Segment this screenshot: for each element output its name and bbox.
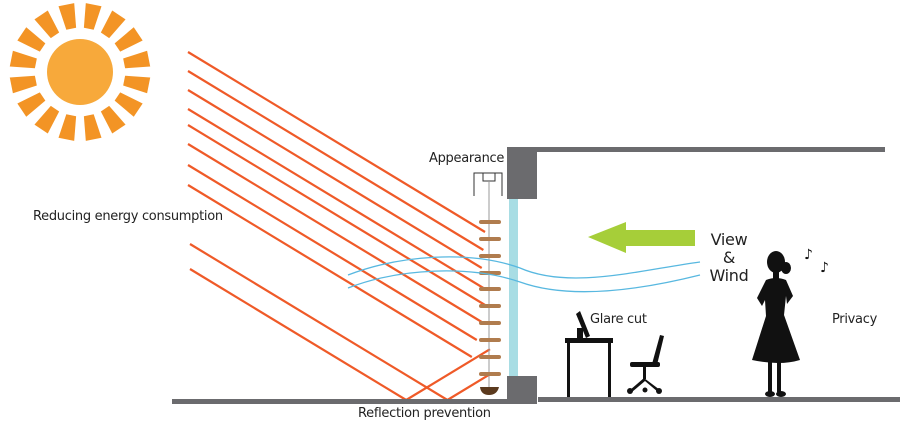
sunlight-ray [187,89,483,269]
blind-slat [479,321,501,325]
label-wind: Wind [709,266,749,285]
blind-bottom-rail [480,387,499,395]
sunlight-ray [187,184,473,358]
exterior-ground [172,399,512,404]
sunlight-ray [189,268,407,401]
sun-icon [9,3,151,141]
window-glass [509,199,518,376]
label-appearance: Appearance [429,151,505,166]
label-privacy: Privacy [832,312,877,327]
sun-ray [58,3,77,30]
sunlight-rays [187,51,491,401]
interior-floor [538,397,900,402]
reflected-ray [405,348,491,401]
sun-ray [100,105,126,134]
label-glare-cut: Glare cut [590,312,647,327]
label-and: & [722,248,736,267]
sun-ray [9,50,37,69]
sun-ray [114,27,143,52]
reflected-ray [446,373,491,401]
sunlight-ray [187,143,484,324]
sun-ray [123,75,151,94]
sun-ray [83,114,102,141]
blind-slat [479,237,501,241]
wall-top-block [507,147,537,199]
wind-wave-2 [347,270,701,293]
blind-slats [479,220,501,395]
label-reflection-prevention: Reflection prevention [358,406,491,421]
sun-ray [34,105,60,134]
wind-waves [347,256,701,293]
sun-ray [17,27,46,52]
music-notes: ♪ ♪ [804,247,829,276]
sun-ray [100,10,126,39]
arrow-left-icon [588,222,695,253]
blind-slat [479,338,501,342]
blind-slat [479,254,501,258]
sunlight-ray [187,124,488,307]
sun-ray [9,75,37,94]
sun-ray [114,92,143,117]
sunlight-ray [189,243,448,401]
sunlight-ray [187,51,486,233]
sun-ray [34,10,60,39]
music-note-icon: ♪ [820,260,829,276]
ceiling-beam [507,147,885,152]
sun-ray [58,114,77,141]
blind-slat [479,220,501,224]
sun-ray [123,50,151,69]
wall-bottom-block [507,376,537,404]
woman-silhouette-icon [752,251,800,397]
sun-ray [83,3,102,30]
blind-slat [479,355,501,359]
blind-slat [479,287,501,291]
blind-head-box [473,172,503,196]
sunlight-ray [187,108,488,291]
sunlight-ray [187,70,484,251]
label-view-wind: View & Wind [705,231,753,285]
blind-slat [479,304,501,308]
desk-monitor-icon [565,311,613,397]
sun-ray [17,92,46,117]
wind-wave-1 [347,256,701,279]
office-chair-icon [627,335,664,394]
sunlight-ray [187,164,478,341]
label-view: View [710,230,748,249]
music-note-icon: ♪ [804,247,813,263]
blind-slat [479,372,501,376]
sun-core [47,39,113,105]
label-reducing-energy: Reducing energy consumption [33,209,223,224]
